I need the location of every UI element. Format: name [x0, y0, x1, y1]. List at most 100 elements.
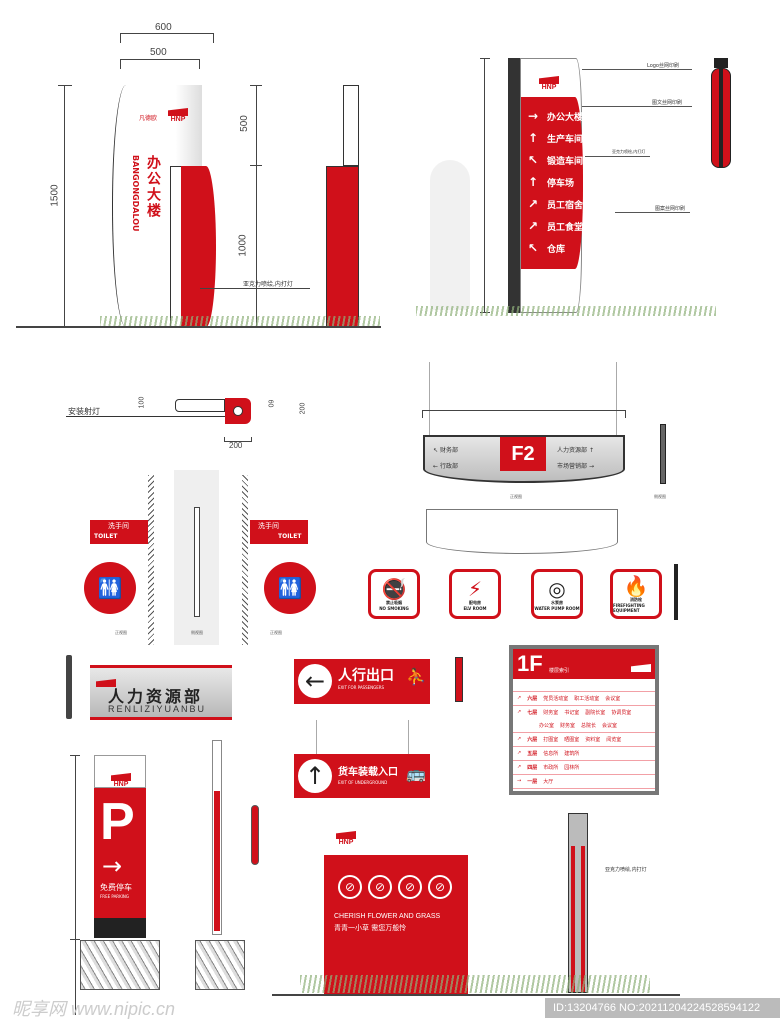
floor-directory-header: 1F 楼层索引 [513, 649, 655, 679]
callout-line [585, 156, 650, 157]
room: 协调员室 [611, 710, 632, 716]
spotlight-head [225, 398, 251, 424]
floor-subtitle: 楼层索引 [549, 668, 570, 674]
side-view-red [326, 166, 359, 327]
hanging-wire [429, 362, 430, 436]
safety-label-cn: 消防栓 [630, 597, 642, 602]
safety-label-en: ELV ROOM [463, 605, 487, 611]
restroom-icon: 🚻 [264, 562, 316, 614]
person-silhouette [430, 160, 470, 310]
office-callout: 亚克力喷绘,内打灯 [243, 281, 293, 288]
lightning-icon: ⚡ [467, 576, 483, 601]
toilet-title-cn: 洗手间 [258, 522, 279, 530]
hanging-wire [316, 720, 317, 754]
room: 阅览室 [606, 737, 622, 743]
parking-red-panel: P → 免费停车 FREE PARKING [94, 788, 146, 918]
side-view-top [343, 85, 359, 166]
dim-upper-label: 500 [238, 115, 250, 132]
entry-label: 办公大楼 [547, 112, 584, 123]
dim-outer-width-label: 600 [155, 22, 172, 33]
grass [300, 975, 650, 993]
arrow-up-icon: ↑ [298, 759, 332, 793]
dim-width-line [224, 437, 252, 442]
stairs-person-icon: ⛹ [406, 667, 426, 686]
f2-side-view [660, 424, 666, 484]
safety-label-en: WATER PUMP ROOM [534, 605, 580, 611]
watermark-site: 昵享网 www.nipic.cn [12, 999, 176, 1019]
row-floor: 六层 [527, 737, 538, 743]
brand-logo: HNP [539, 69, 559, 91]
hanging-wire [408, 720, 409, 754]
directory-row: ↗七层财务室书记室副院长室协调员室办公室财务室总院长会议室 [513, 706, 655, 733]
floor-badge: F2 [500, 437, 546, 471]
arrow-icon: ↗ [517, 750, 522, 756]
exit-sign-truck: ↑ 货车装载入口 EXIT OF UNDERGROUND 🚌 [294, 754, 430, 798]
dim-height: 200 [299, 402, 307, 415]
dim-lower-label: 1000 [237, 234, 249, 257]
watermark-id: ID:13204766 NO:20211204224528594122 [545, 998, 780, 1018]
brand-logo: HNP [111, 766, 131, 788]
directory-row: ↗六层打图室晒图室资料室阅览室 [513, 733, 655, 747]
room: 总院长 [581, 723, 597, 729]
dim-600 [120, 33, 214, 43]
dim-small: 60 [266, 399, 274, 408]
lawn-sign-red: ⊘ ⊘ ⊘ ⊘ CHERISH FLOWER AND GRASS 青青一小草 需… [324, 855, 468, 995]
arrow-icon: ↗ [517, 764, 522, 770]
safety-sign-fire: 🔥 消防栓 FIREFIGHTING EQUIPMENT [610, 569, 662, 619]
lawn-slogan-cn: 青青一小草 需您万般怜 [334, 924, 407, 932]
dim-inner-width-label: 500 [150, 47, 167, 58]
parking-letter: P [100, 793, 135, 851]
dim-500 [120, 59, 200, 69]
directory-row: ↗五层信息所建筑所 [513, 747, 655, 761]
arrow-up-icon: ↑ [527, 131, 539, 145]
brand-logo [96, 672, 116, 691]
callout-acrylic: 亚克力喷绘,内打灯 [612, 149, 646, 154]
floor-directory-board: 1F 楼层索引 ↗六层党员活动室职工活动室会议室 ↗七层财务室书记室副院长室协调… [509, 645, 659, 795]
entry-label: 锻造车间 [547, 156, 584, 167]
row-floor: 七层 [527, 710, 538, 716]
entry-label: 员工食堂 [547, 222, 584, 233]
side-view-cap [714, 58, 728, 68]
hanging-wire [616, 362, 617, 436]
lamp-icon [233, 406, 243, 416]
toilet-title-cn: 洗手间 [108, 522, 129, 530]
room: 党员活动室 [543, 696, 569, 702]
arrow-right-icon: → [102, 852, 123, 880]
dim-width [422, 410, 626, 418]
toilet-header: 洗手间 TOILET [90, 520, 148, 544]
door-plate: 人力资源部 RENLIZIYUANBU [90, 665, 232, 720]
room: 职工活动室 [574, 696, 600, 702]
room: 信息所 [543, 751, 559, 757]
parking-dim-line [75, 755, 76, 1015]
lawn-sign-panel: HNP ⊘ ⊘ ⊘ ⊘ CHERISH FLOWER AND GRASS 青青一… [324, 810, 468, 995]
room: 财务室 [543, 710, 559, 716]
row-floor: 六层 [527, 696, 538, 702]
pylon-dim [480, 58, 490, 313]
room: 打图室 [543, 737, 559, 743]
view-label: 侧视图 [191, 630, 203, 635]
brand-logo [631, 657, 651, 676]
toilet-title-en: TOILET [278, 533, 302, 540]
exit-title-en: EXIT OF UNDERGROUND [338, 780, 388, 785]
brand-logo: HNP [168, 101, 188, 123]
entry-label: 生产车间 [547, 134, 584, 145]
arrow-up-left-icon: ↖ [433, 447, 439, 454]
no-trampling-icon: ⊘ [338, 875, 362, 899]
exit-title-cn: 货车装载入口 [338, 767, 398, 778]
ground-line [16, 326, 381, 328]
grass [416, 306, 716, 316]
dim-height-label: 1500 [49, 184, 61, 207]
side-view-body [711, 68, 731, 168]
right-directions: 人力资源部 ↑ 市场营销部 → [557, 443, 594, 475]
parking-base [94, 918, 146, 938]
exit-side-view [455, 657, 463, 702]
dim-depth: 100 [138, 396, 146, 409]
directory-entry: ↗员工宿舍 [527, 193, 583, 215]
arrow-icon: → [517, 778, 522, 784]
arrow-right-icon: → [527, 109, 539, 123]
room: 会议室 [602, 723, 618, 729]
safety-sign-elv-room: ⚡ 配电房 ELV ROOM [449, 569, 501, 619]
exit-title-en: EXIT FOR PASSENGERS [338, 685, 385, 690]
safety-label-cn: 配电房 [469, 599, 481, 605]
side-profile-bg [174, 470, 219, 645]
